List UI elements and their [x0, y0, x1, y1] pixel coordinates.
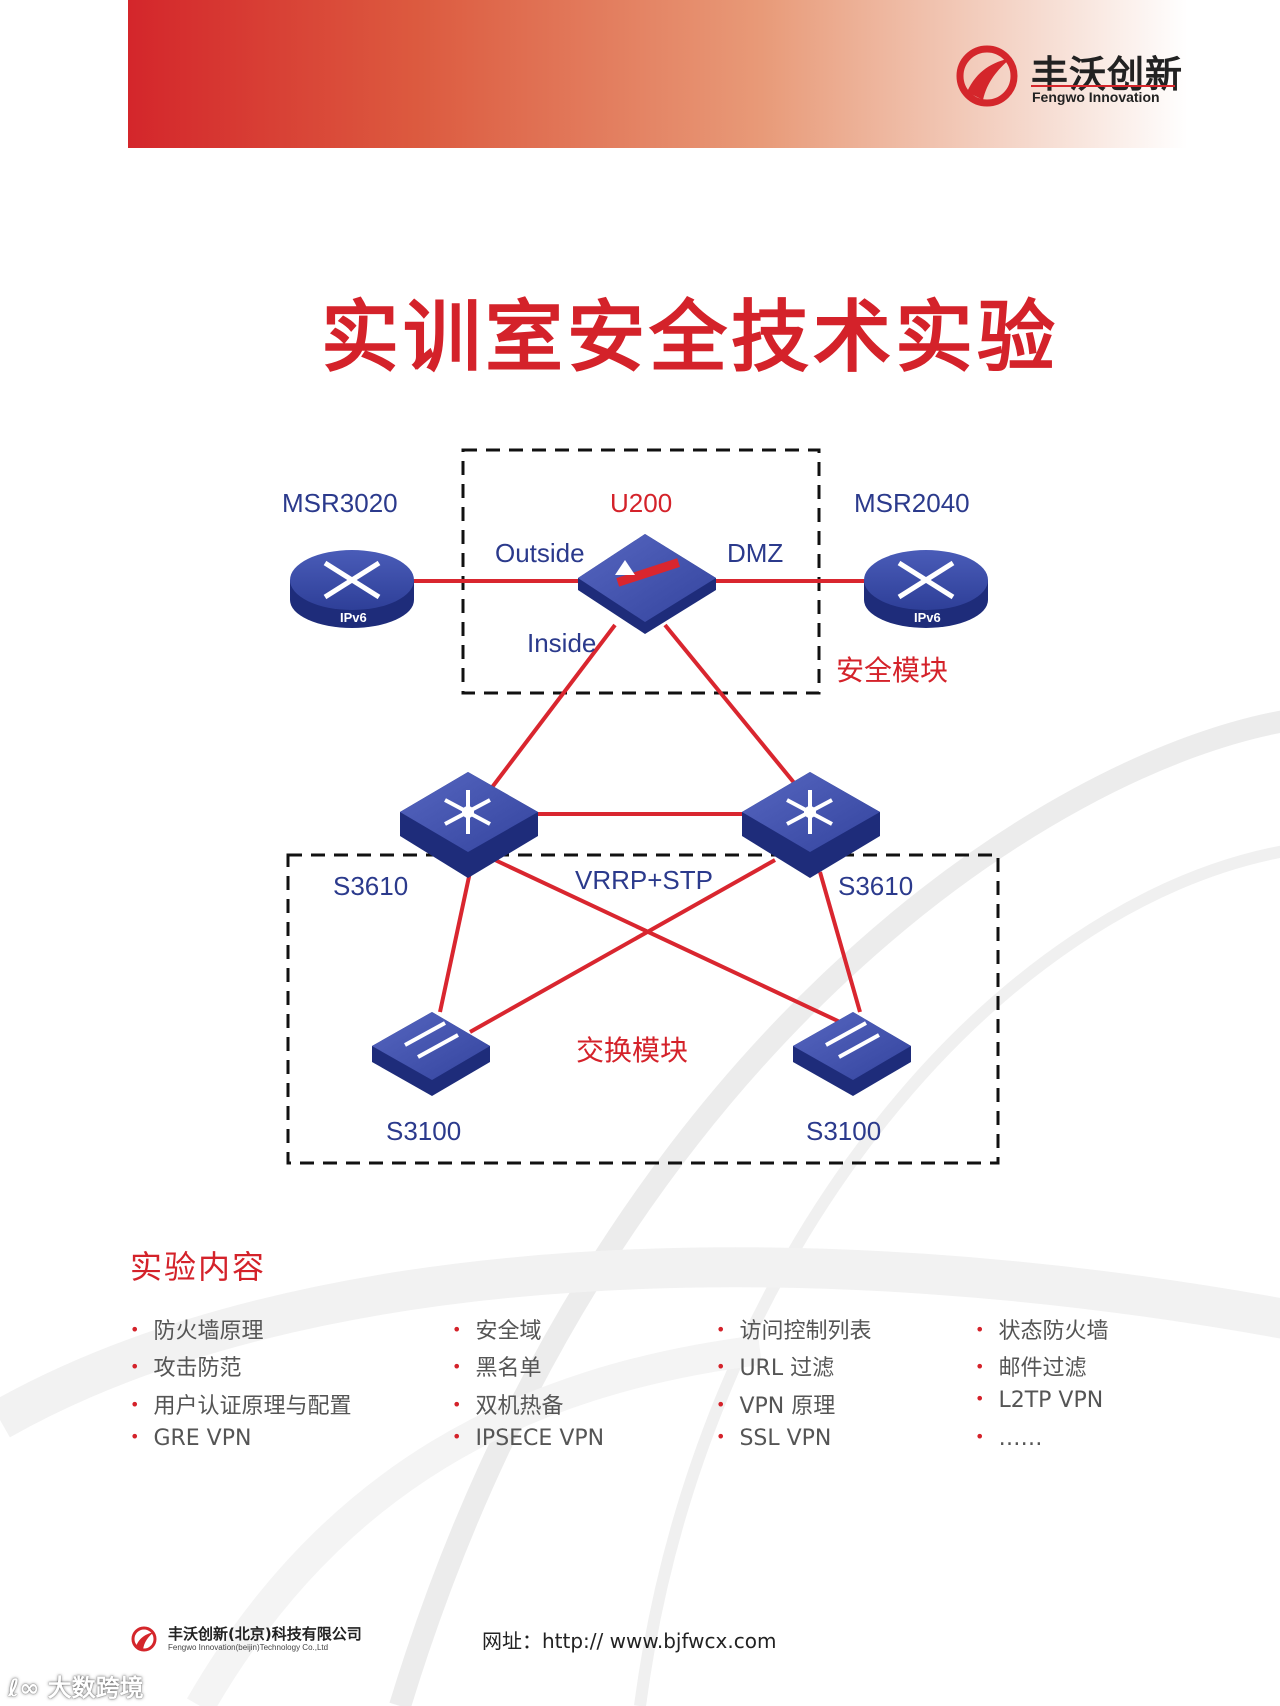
router-msr2040: IPv6 [864, 550, 988, 628]
network-links [412, 579, 866, 1034]
access-switch-arrows-icon [404, 1021, 459, 1059]
link-u200-s3610-left [488, 623, 617, 792]
access-switch-arrows-icon [825, 1021, 880, 1059]
list-item: •L2TP VPN [975, 1388, 1104, 1413]
bullet-icon: • [130, 1320, 140, 1339]
node-label-s3100-right: S3100 [806, 1116, 881, 1146]
core-switch-s3610-left [400, 772, 538, 878]
list-item: •SSL VPN [716, 1426, 832, 1451]
port-label-dmz: DMZ [727, 538, 783, 568]
bullet-icon: • [452, 1357, 462, 1376]
list-item: •…… [975, 1426, 1043, 1451]
node-label-s3610-left: S3610 [333, 871, 408, 901]
link-s3610l-s3100r [494, 858, 841, 1024]
access-switch-s3100-right [793, 1012, 911, 1096]
list-item: •状态防火墙 [975, 1319, 1109, 1344]
zone-label-security: 安全模块 [836, 654, 948, 687]
bullet-icon: • [130, 1427, 140, 1446]
bullet-icon: • [452, 1427, 462, 1446]
bullet-icon: • [975, 1389, 985, 1408]
list-item: •URL 过滤 [716, 1356, 835, 1381]
bullet-icon: • [975, 1357, 985, 1376]
list-item: •防火墙原理 [130, 1319, 264, 1344]
brand-underline [1031, 85, 1175, 87]
network-topology-diagram: IPv6 MSR3020 IPv6 MSR2040 U200 Outside D… [282, 448, 1000, 1165]
protocol-label: VRRP+STP [575, 865, 713, 895]
bullet-icon: • [716, 1427, 726, 1446]
bullet-icon: • [452, 1320, 462, 1339]
firewall-wall-icon [616, 558, 680, 587]
core-switch-s3610-right [742, 772, 880, 878]
router-arrows-icon [897, 560, 955, 600]
router-badge: IPv6 [340, 610, 367, 625]
bullet-icon: • [452, 1395, 462, 1414]
bullet-icon: • [130, 1395, 140, 1414]
switching-zone-box [286, 853, 1000, 1165]
list-item: •双机热备 [452, 1394, 564, 1419]
footer-company-name-en: Fengwo Innovation(beijin)Technology Co.,… [168, 1643, 329, 1652]
footer-logo-icon [131, 1626, 157, 1652]
router-badge: IPv6 [914, 610, 941, 625]
watermark: ℓ∞ 大数跨境 [8, 1674, 144, 1702]
brand-name-cn: 丰沃创新 [1031, 53, 1183, 96]
port-label-inside: Inside [527, 628, 596, 658]
node-label-msr2040: MSR2040 [854, 488, 970, 518]
list-item: •用户认证原理与配置 [130, 1394, 352, 1419]
brand-name-en: Fengwo Innovation [1032, 89, 1160, 105]
list-item: •VPN 原理 [716, 1394, 836, 1419]
access-switch-s3100-left [372, 1012, 490, 1096]
brand-logo: 丰沃创新 Fengwo Innovation [953, 42, 1183, 112]
node-label-s3100-left: S3100 [386, 1116, 461, 1146]
header-band [128, 0, 1280, 148]
list-item: •攻击防范 [130, 1356, 242, 1381]
list-item: •黑名单 [452, 1356, 542, 1381]
list-item: •访问控制列表 [716, 1319, 872, 1344]
watermark-logo-icon: ℓ∞ [8, 1674, 48, 1702]
link-s3610r-s3100r [818, 871, 862, 1013]
node-label-msr3020: MSR3020 [282, 488, 398, 518]
list-item: •邮件过滤 [975, 1356, 1087, 1381]
link-s3610r-s3100l [469, 858, 776, 1034]
bullet-icon: • [975, 1320, 985, 1339]
zone-label-switching: 交换模块 [576, 1034, 688, 1067]
list-item: •安全域 [452, 1319, 542, 1344]
bullet-icon: • [130, 1357, 140, 1376]
footer-url-label: 网址： [482, 1629, 542, 1653]
footer-company-name: 丰沃创新(北京)科技有限公司 [168, 1625, 362, 1643]
bullet-icon: • [975, 1427, 985, 1446]
footer-url-link[interactable]: http:// www.bjfwcx.com [542, 1629, 777, 1653]
list-item: •IPSECE VPN [452, 1426, 605, 1451]
bullet-icon: • [716, 1320, 726, 1339]
content-title: 实验内容 [130, 1248, 267, 1286]
firewall-u200 [578, 534, 716, 634]
bullet-icon: • [716, 1357, 726, 1376]
link-u200-s3610-right [663, 623, 802, 792]
link-s3610l-s3100l [438, 871, 472, 1013]
list-item: •GRE VPN [130, 1426, 252, 1451]
brand-emblem-icon [956, 45, 1018, 107]
page-title: 实训室安全技术实验 [320, 293, 1059, 383]
node-label-u200: U200 [610, 488, 672, 518]
router-msr3020: IPv6 [290, 550, 414, 628]
node-label-s3610-right: S3610 [838, 871, 913, 901]
footer-url: 网址：http:// www.bjfwcx.com [482, 1625, 776, 1654]
bullet-icon: • [716, 1395, 726, 1414]
router-arrows-icon [323, 560, 381, 600]
port-label-outside: Outside [495, 538, 585, 568]
